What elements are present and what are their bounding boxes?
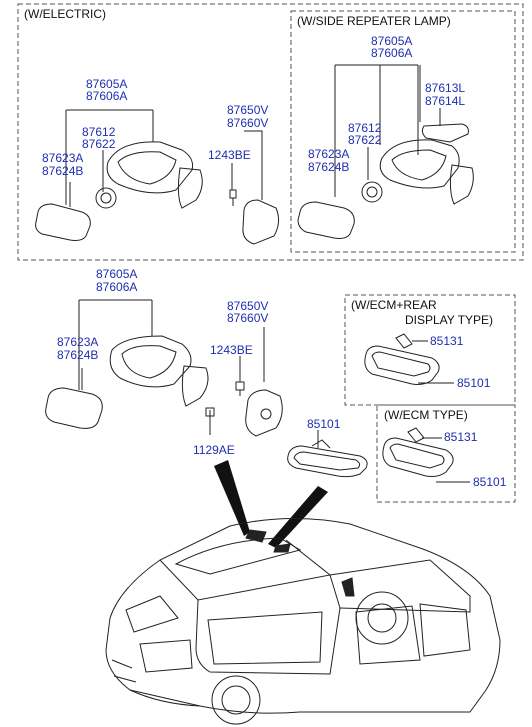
- label-87622[interactable]: 87622: [82, 137, 116, 151]
- ecm-frame: [376, 404, 516, 503]
- ecm-mirror: [382, 437, 454, 477]
- ecm-rear-title-line2: DISPLAY TYPE): [405, 313, 494, 327]
- label-85101-ecm[interactable]: 85101: [473, 475, 507, 489]
- label-87613L[interactable]: 87613L: [425, 81, 466, 95]
- ecm-rear-mirror: [364, 345, 440, 385]
- side-repeater-section-title: (W/SIDE REPEATER LAMP): [297, 14, 451, 28]
- label-1243BE-standard[interactable]: 1243BE: [210, 343, 253, 357]
- label-87606A-standard[interactable]: 87606A: [96, 280, 138, 294]
- electric-frame: [17, 3, 524, 261]
- ecm-title: (W/ECM TYPE): [384, 408, 468, 422]
- label-87624B[interactable]: 87624B: [42, 164, 84, 178]
- label-87612-repeater[interactable]: 87612: [348, 121, 382, 135]
- label-87614L[interactable]: 87614L: [425, 94, 466, 108]
- label-87660V-standard[interactable]: 87660V: [227, 311, 269, 325]
- label-87624B-repeater[interactable]: 87624B: [308, 160, 350, 174]
- label-87605A-repeater[interactable]: 87605A: [371, 34, 413, 48]
- pointer-wedge-inside: [268, 486, 328, 548]
- vehicle-outline: [105, 518, 501, 725]
- electric-section-title: (W/ELECTRIC): [24, 7, 106, 21]
- label-85131-ecm-rear[interactable]: 85131: [430, 334, 464, 348]
- label-87623A[interactable]: 87623A: [42, 151, 84, 165]
- label-87606A[interactable]: 87606A: [86, 89, 128, 103]
- label-87605A[interactable]: 87605A: [86, 77, 128, 91]
- ecm-rear-title-line1: (W/ECM+REAR: [351, 298, 437, 312]
- mirror-housing-1: [106, 141, 193, 194]
- label-87622-repeater[interactable]: 87622: [348, 133, 382, 147]
- mirror-housing-3: [109, 335, 192, 388]
- label-85101-main[interactable]: 85101: [307, 417, 341, 431]
- mirror-actuator-2: [361, 181, 383, 203]
- mirror-cover-3: [245, 389, 283, 437]
- mirror-housing-2: [379, 139, 460, 189]
- mirror-glass-1: [35, 203, 91, 241]
- label-1243BE[interactable]: 1243BE: [208, 148, 251, 162]
- mirror-glass-2: [297, 201, 355, 239]
- repeater-lamp: [421, 123, 469, 143]
- pointer-wedge-side: [214, 460, 250, 536]
- label-87623A-standard[interactable]: 87623A: [57, 335, 99, 349]
- mirror-actuator-1: [95, 187, 117, 209]
- label-87624B-standard[interactable]: 87624B: [57, 348, 99, 362]
- label-1129AE[interactable]: 1129AE: [193, 443, 235, 457]
- label-87623A-repeater[interactable]: 87623A: [308, 147, 350, 161]
- label-85131-ecm[interactable]: 85131: [444, 430, 478, 444]
- label-87605A-standard[interactable]: 87605A: [96, 267, 138, 281]
- label-87660V[interactable]: 87660V: [227, 116, 269, 130]
- mirror-glass-3: [45, 387, 103, 429]
- label-85101-ecm-rear[interactable]: 85101: [457, 376, 491, 390]
- side-repeater-frame: [290, 10, 516, 253]
- inside-mirror-main: [287, 445, 368, 478]
- mirror-cover-1: [242, 199, 280, 245]
- label-87606A-repeater[interactable]: 87606A: [371, 46, 413, 60]
- label-87650V[interactable]: 87650V: [227, 103, 269, 117]
- label-87612[interactable]: 87612: [82, 125, 116, 139]
- label-87650V-standard[interactable]: 87650V: [227, 299, 269, 313]
